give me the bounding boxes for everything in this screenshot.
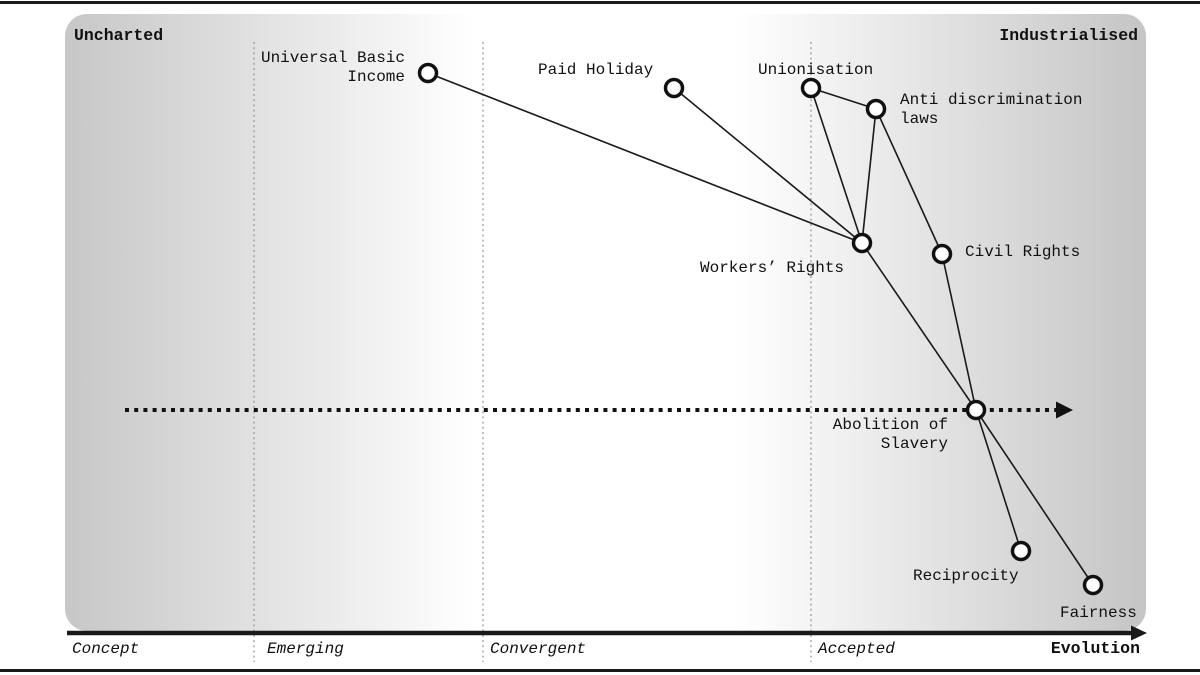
map-edge-paid-holiday--workers-rights: [673, 87, 863, 244]
stage-label-emerging: Emerging: [267, 640, 344, 658]
map-edge-abolition-of-slavery--reciprocity: [975, 409, 1022, 552]
map-node-paid-holiday: [663, 77, 685, 99]
evolution-axis-label: Evolution: [1051, 639, 1140, 658]
map-node-label-workers-rights: Workers’ Rights: [700, 259, 844, 277]
stage-label-convergent: Convergent: [490, 640, 586, 658]
map-node-label-paid-holiday: Paid Holiday: [538, 61, 654, 79]
map-node-fairness: [1082, 574, 1104, 596]
stage-label-concept: Concept: [72, 640, 139, 658]
map-node-unionisation: [800, 77, 822, 99]
map-node-label-reciprocity: Reciprocity: [913, 567, 1019, 585]
map-edge-anti-discrimination-laws--civil-rights: [875, 108, 943, 255]
map-node-anti-discrimination-laws: [865, 98, 887, 120]
uncharted-label: Uncharted: [74, 26, 163, 45]
map-edge-anti-discrimination-laws--workers-rights: [861, 108, 877, 244]
map-node-ubi: [417, 62, 439, 84]
journey-arrowhead-icon: [1056, 401, 1073, 419]
map-node-label-fairness: Fairness: [1060, 604, 1137, 622]
map-edge-unionisation--anti-discrimination-laws: [810, 87, 877, 110]
map-node-label-civil-rights: Civil Rights: [965, 243, 1080, 261]
map-node-abolition-of-slavery: [965, 399, 987, 421]
map-node-civil-rights: [931, 243, 953, 265]
map-background-gradient: [65, 14, 1146, 631]
map-node-workers-rights: [851, 232, 873, 254]
evolution-axis-arrowhead-icon: [1131, 625, 1147, 641]
map-edge-workers-rights--abolition-of-slavery: [861, 242, 977, 411]
top-border-line: [0, 1, 1200, 4]
map-edge-civil-rights--abolition-of-slavery: [941, 253, 977, 411]
map-node-label-unionisation: Unionisation: [758, 61, 873, 79]
map-node-reciprocity: [1010, 540, 1032, 562]
map-edge-unionisation--workers-rights: [810, 87, 863, 244]
map-edge-ubi--workers-rights: [427, 72, 863, 244]
stage-label-accepted: Accepted: [817, 640, 895, 658]
industrialised-label: Industrialised: [999, 26, 1138, 45]
bottom-border-line: [0, 669, 1200, 672]
map-edge-abolition-of-slavery--fairness: [975, 409, 1094, 586]
